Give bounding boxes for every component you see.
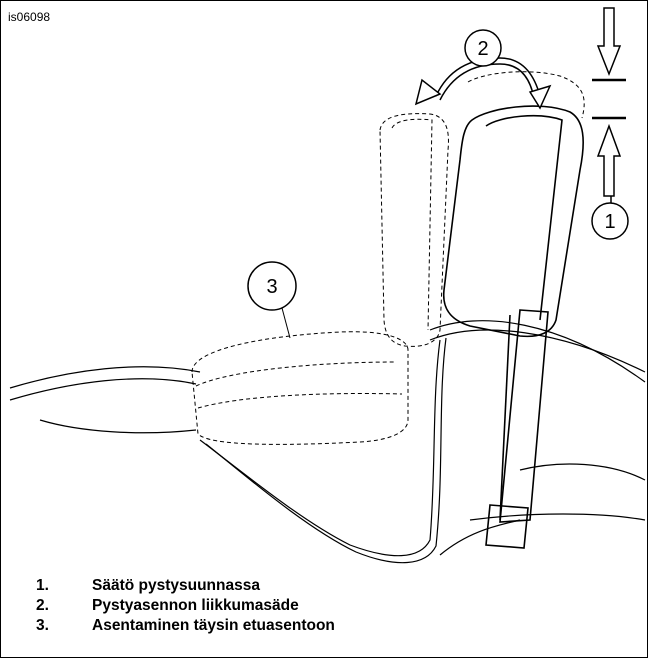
legend-number: 1. [36,576,92,596]
legend-text: Asentaminen täysin etuasentoon [92,616,335,636]
legend-number: 3. [36,616,92,636]
callout-1: 1 [592,196,628,239]
legend-item: 2. Pystyasennon liikkumasäde [36,596,335,616]
headrest-lowered-position [192,332,408,445]
legend-list: 1. Säätö pystysuunnassa 2. Pystyasennon … [36,576,335,636]
legend-item: 3. Asentaminen täysin etuasentoon [36,616,335,636]
height-adjustment-marker [592,8,626,204]
callout-2: 2 [465,30,501,66]
callout-3-label: 3 [266,276,277,298]
headrest-forward-position [380,72,584,347]
legend-item: 1. Säätö pystysuunnassa [36,576,335,596]
callout-3: 3 [248,262,296,338]
seat-outline [10,321,645,563]
callout-1-label: 1 [604,211,615,233]
legend-number: 2. [36,596,92,616]
legend-text: Pystyasennon liikkumasäde [92,596,299,616]
callout-2-label: 2 [477,38,488,60]
headrest-main [444,106,583,548]
legend-text: Säätö pystysuunnassa [92,576,260,596]
